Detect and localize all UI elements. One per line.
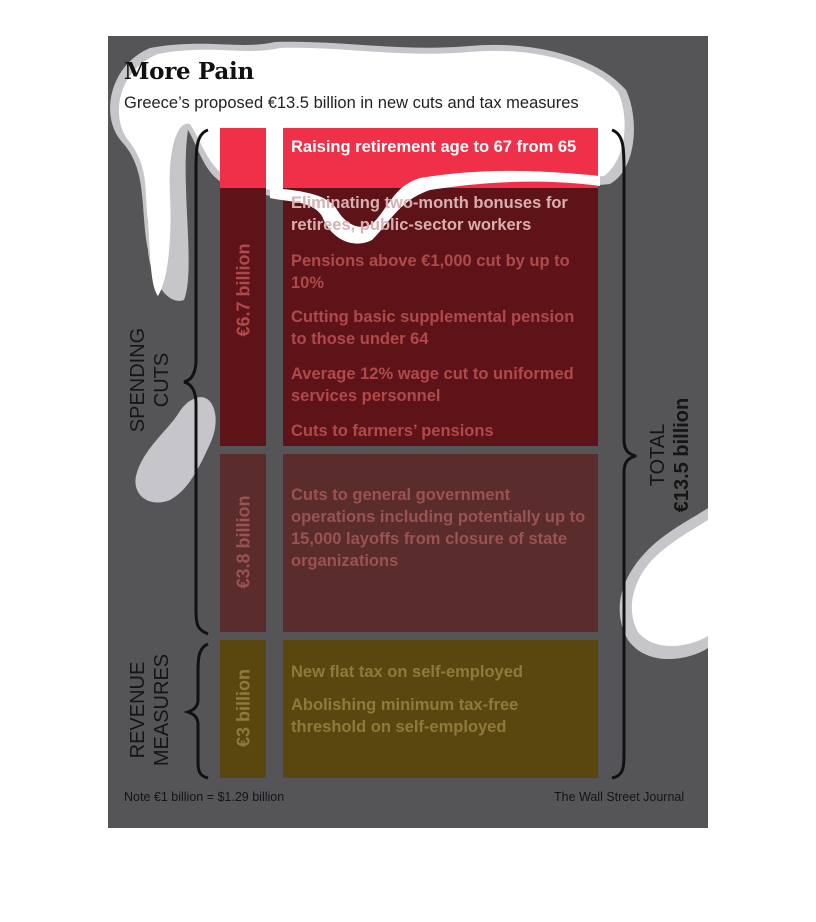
total-label: TOTAL €13.5 billion: [646, 398, 694, 512]
item-farmers-pensions: Cuts to farmers’ pensions: [291, 422, 494, 440]
highlight-amount-column: [220, 128, 266, 188]
item-wage-cut: Average 12% wage cut to uniformed servic…: [291, 365, 574, 405]
amount-column-spending-b: [220, 454, 266, 632]
spending-cuts-label: SPENDING CUTS: [127, 327, 173, 433]
footnote: Note €1 billion = $1.29 billion: [124, 790, 285, 804]
total-label-amount: €13.5 billion: [671, 397, 693, 513]
item-flat-tax: New flat tax on self-employed: [291, 663, 523, 681]
revenue-bracket: [183, 642, 209, 780]
spending-bracket: [183, 128, 209, 636]
item-government-operations: Cuts to general government operations in…: [291, 486, 586, 570]
item-pensions-cut: Pensions above €1,000 cut by up to 10%: [291, 252, 570, 292]
chart-title: More Pain: [124, 58, 254, 85]
source-credit: The Wall Street Journal: [554, 790, 685, 804]
item-tax-free-threshold: Abolishing minimum tax-free threshold on…: [291, 696, 519, 736]
total-bracket: [611, 128, 637, 780]
amount-column-revenue: [220, 640, 266, 778]
revenue-measures-label: REVENUE MEASURES: [127, 653, 173, 767]
item-bonuses: Eliminating two-month bonuses for retire…: [291, 194, 568, 234]
chart-subtitle: Greece’s proposed €13.5 billion in new c…: [124, 94, 579, 112]
item-supplemental-pension: Cutting basic supplemental pension to th…: [291, 308, 575, 348]
item-retirement-age: Raising retirement age to 67 from 65: [291, 138, 577, 156]
total-label-line1: TOTAL: [647, 423, 669, 487]
items-column-spending-b: [283, 454, 598, 632]
items-column-revenue: [283, 640, 598, 778]
